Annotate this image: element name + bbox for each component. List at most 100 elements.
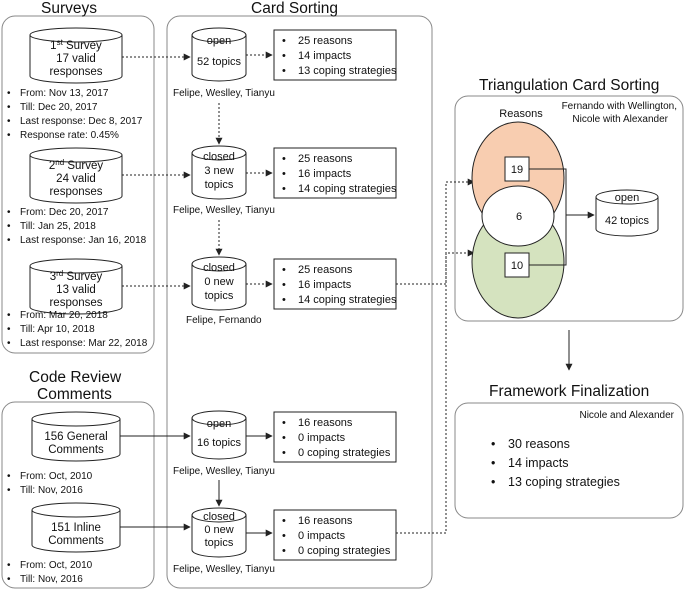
- round-5-new: 0 new: [204, 524, 233, 536]
- round-1-people: Felipe, Weslley, Tianyu: [173, 88, 275, 99]
- round-2-topics: topics: [205, 179, 234, 191]
- arrow-round5-to-triangulation: [396, 249, 475, 534]
- survey-2-details: • From: Dec 20, 2017 • Till: Jan 25, 201…: [7, 207, 147, 246]
- round-3-cylinder: [191, 256, 247, 311]
- framework-team: Nicole and Alexander: [579, 410, 674, 421]
- inline-comments-label: Comments: [48, 535, 104, 547]
- round-3-impacts: 16 impacts: [298, 279, 352, 291]
- round-5-type: closed: [203, 511, 235, 523]
- bullet: •: [282, 65, 286, 77]
- framework-panel: [454, 402, 684, 519]
- triangulation-open-label: open: [615, 192, 639, 204]
- bullet: •: [491, 437, 495, 451]
- survey-2-count: 24 valid: [56, 173, 96, 185]
- round-5-cylinder: [191, 507, 247, 558]
- inline-comments-from: From: Oct, 2010: [20, 560, 93, 571]
- code-review-title-line1: Code Review: [29, 369, 122, 386]
- bottom-count: 10: [511, 260, 523, 272]
- triangulation-open-cylinder: [595, 189, 659, 237]
- bullet: •: [491, 475, 495, 489]
- round-3-people: Felipe, Fernando: [186, 315, 262, 326]
- survey-2-till: Till: Jan 25, 2018: [20, 221, 96, 232]
- inline-comments-details: • From: Oct, 2010 • Till: Nov, 2016: [7, 560, 93, 585]
- survey-2-from: From: Dec 20, 2017: [20, 207, 109, 218]
- round-4-impacts: 0 impacts: [298, 432, 346, 444]
- survey-1-from: From: Nov 13, 2017: [20, 88, 109, 99]
- round-2-impacts: 16 impacts: [298, 168, 352, 180]
- round-2-results-box: [273, 147, 397, 199]
- survey-3-last-response: Last response: Mar 22, 2018: [20, 338, 148, 349]
- survey-1-label: responses: [49, 66, 102, 78]
- inline-comments-count: 151 Inline: [51, 522, 101, 534]
- round-2-type: closed: [203, 151, 235, 163]
- round-2-coping: 14 coping strategies: [298, 183, 397, 195]
- survey-3-cylinder: [29, 258, 123, 315]
- survey-3-details: • From: Mar 20, 2018 • Till: Apr 10, 201…: [7, 310, 148, 349]
- bullet: •: [282, 432, 286, 444]
- bullet: •: [282, 35, 286, 47]
- framework-reasons: 30 reasons: [508, 437, 570, 451]
- round-4-coping: 0 coping strategies: [298, 447, 391, 459]
- survey-2-last-response: Last response: Jan 16, 2018: [20, 235, 147, 246]
- round-4-results-box: [273, 411, 397, 463]
- survey-3-title: 3rd Survey: [50, 269, 103, 283]
- round-1-cylinder: [191, 27, 247, 82]
- round-2-people: Felipe, Weslley, Tianyu: [173, 205, 275, 216]
- bullet: •: [282, 530, 286, 542]
- survey-2-cylinder: [29, 147, 123, 204]
- survey-2-label: responses: [49, 186, 102, 198]
- card-sorting-title: Card Sorting: [251, 0, 338, 17]
- round-1-results-box: [273, 29, 397, 81]
- round-4-reasons: 16 reasons: [298, 417, 353, 429]
- survey-1-till: Till: Dec 20, 2017: [20, 102, 98, 113]
- round-4-people: Felipe, Weslley, Tianyu: [173, 466, 275, 477]
- triangulation-team-line2: Nicole with Alexander: [572, 114, 668, 125]
- round-1-reasons: 25 reasons: [298, 35, 353, 47]
- code-review-title-line2: Comments: [37, 386, 112, 403]
- survey-1-count: 17 valid: [56, 53, 96, 65]
- venn-overlap: [481, 185, 555, 247]
- triangulation-title: Triangulation Card Sorting: [479, 77, 659, 94]
- general-comments-till: Till: Nov, 2016: [20, 485, 83, 496]
- general-comments-from: From: Oct, 2010: [20, 471, 93, 482]
- bullet: •: [7, 485, 11, 496]
- bullet: •: [282, 168, 286, 180]
- bullet: •: [7, 235, 11, 246]
- round-3-results-box: [273, 258, 397, 310]
- round-5-impacts: 0 impacts: [298, 530, 346, 542]
- bullet: •: [7, 560, 11, 571]
- arrow-round3-to-triangulation: [396, 178, 475, 285]
- bullet: •: [7, 471, 11, 482]
- round-2-cylinder: [191, 145, 247, 200]
- round-3-type: closed: [203, 262, 235, 274]
- survey-1-last-response: Last response: Dec 8, 2017: [20, 116, 143, 127]
- round-2-new: 3 new: [204, 165, 233, 177]
- round-4-topics: 16 topics: [197, 437, 242, 449]
- framework-title: Framework Finalization: [489, 383, 649, 400]
- survey-1-title: 1st Survey: [50, 38, 102, 52]
- round-5-topics: topics: [205, 537, 234, 549]
- bullet: •: [282, 50, 286, 62]
- general-comments-details: • From: Oct, 2010 • Till: Nov, 2016: [7, 471, 93, 496]
- survey-3-till: Till: Apr 10, 2018: [20, 324, 95, 335]
- triangulation-topics-label: 42 topics: [605, 215, 650, 227]
- bullet: •: [7, 221, 11, 232]
- surveys-title: Surveys: [41, 0, 97, 17]
- bullet: •: [282, 279, 286, 291]
- round-5-results-box: [273, 509, 397, 561]
- round-3-coping: 14 coping strategies: [298, 294, 397, 306]
- bullet: •: [7, 310, 11, 321]
- bullet: •: [282, 545, 286, 557]
- top-count: 19: [511, 164, 523, 176]
- survey-1-response-rate: Response rate: 0.45%: [20, 130, 119, 141]
- round-4-type: open: [207, 418, 231, 430]
- overlap-count: 6: [516, 211, 522, 223]
- round-5-coping: 0 coping strategies: [298, 545, 391, 557]
- bullet: •: [7, 88, 11, 99]
- survey-1-cylinder: [29, 27, 123, 84]
- bottom-count-box: [504, 252, 530, 278]
- venn-bracket: [529, 168, 567, 266]
- round-3-new: 0 new: [204, 276, 233, 288]
- round-4-cylinder: [191, 410, 247, 460]
